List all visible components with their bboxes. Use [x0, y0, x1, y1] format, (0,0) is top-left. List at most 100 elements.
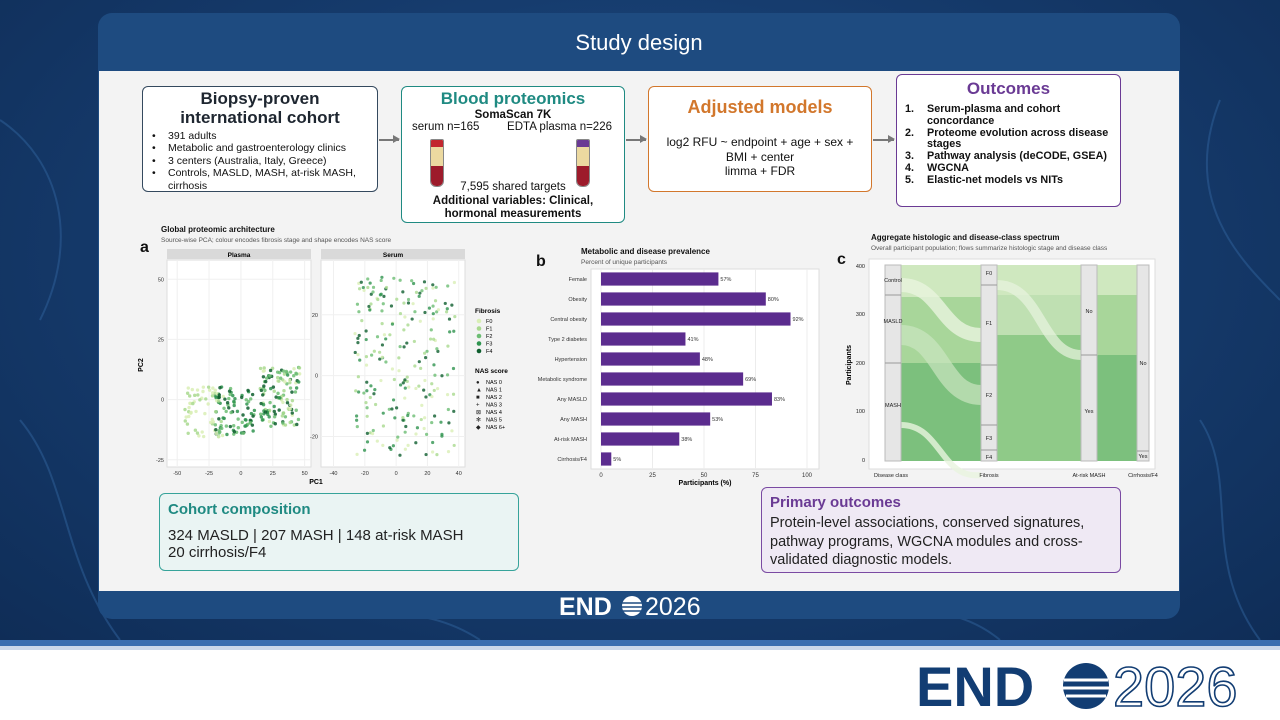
pca-point	[450, 303, 454, 307]
pca-point	[382, 333, 387, 337]
pca-point	[399, 383, 403, 387]
pca-point	[403, 430, 407, 434]
pca-point	[201, 434, 206, 439]
pca-point	[357, 333, 361, 338]
alluvial-axis-bars	[884, 264, 1150, 462]
pca-point	[417, 360, 421, 364]
pca-point	[453, 314, 457, 319]
pca-point	[364, 355, 369, 359]
pca-point	[374, 402, 378, 407]
endo-mini-logo: END 2026	[98, 591, 1180, 619]
pca-xtick: 50	[302, 471, 308, 477]
pca-point	[273, 412, 277, 416]
pca-point	[283, 423, 288, 427]
pca-point	[365, 414, 369, 418]
pca-point	[425, 349, 429, 353]
pca-point	[214, 431, 219, 436]
facet-plasma-label: Plasma	[228, 252, 251, 259]
panel-title: Study design	[575, 30, 703, 55]
pca-point	[428, 393, 432, 397]
pca-point	[411, 302, 415, 306]
footer-stripe-light	[0, 646, 1280, 650]
pca-point	[225, 401, 230, 405]
bar-category-label: Any MASH	[560, 417, 587, 423]
blood-title: Blood proteomics	[440, 89, 586, 108]
bar	[601, 292, 766, 306]
pca-point	[381, 443, 385, 448]
pca-point	[193, 428, 198, 432]
pca-point	[414, 441, 418, 445]
pca-point	[418, 291, 422, 295]
alluvial-ytick: 100	[856, 409, 865, 415]
pca-point	[213, 409, 218, 414]
pca-point	[252, 408, 257, 413]
pca-point	[398, 453, 402, 457]
pca-point	[430, 382, 434, 386]
bar-category-label: Metabolic syndrome	[538, 377, 587, 383]
pca-point	[284, 369, 289, 374]
alluvial-axis-cirrhosis: Cirrhosis/F4	[1128, 473, 1158, 479]
disease-label-mash: MASH	[885, 403, 901, 409]
nas-legend-label: NAS 1	[486, 388, 502, 394]
pca-point	[211, 420, 215, 424]
pca-point	[372, 392, 376, 396]
pca-point	[277, 379, 281, 383]
composition-line2: 20 cirrhosis/F4	[168, 544, 267, 561]
pca-point	[414, 386, 418, 391]
outcomes-box: Outcomes 1.Serum-plasma and cohort conco…	[896, 74, 1121, 207]
bar-value-label: 69%	[745, 377, 756, 383]
bar-value-label: 83%	[774, 397, 785, 403]
fig-b-subtitle: Percent of unique participants	[581, 259, 667, 266]
pca-point	[194, 409, 198, 414]
pca-point	[423, 310, 427, 315]
pca-point	[368, 395, 372, 400]
bar-category-label: Hypertension	[555, 357, 587, 363]
serum-panel	[320, 259, 466, 468]
bar-category-label: Any MASLD	[557, 397, 587, 403]
pca-point	[213, 423, 218, 427]
pca-point	[418, 319, 422, 323]
pca-point	[288, 380, 292, 385]
pca-point	[355, 418, 359, 422]
pca-point	[365, 380, 369, 384]
bar-value-label: 92%	[793, 317, 804, 323]
fig-b-title: Metabolic and disease prevalence	[581, 247, 710, 256]
bar-category-label: Type 2 diabetes	[548, 337, 587, 343]
alluvial-ytick: 400	[856, 264, 865, 270]
pca-point	[220, 433, 225, 438]
pca-point	[365, 406, 369, 410]
pca-point	[361, 285, 365, 290]
pca-point	[413, 364, 417, 368]
pca-point	[356, 336, 360, 340]
pca-ylabel: PC2	[138, 358, 145, 372]
adjusted-title: Adjusted models	[687, 97, 833, 117]
plasma-tube-icon	[576, 139, 590, 187]
pca-point	[244, 398, 248, 402]
pca-point	[219, 419, 223, 424]
cohort-title: Biopsy-proven international cohort	[143, 89, 377, 127]
nas-legend-shape-icon: ▲	[476, 388, 482, 394]
pca-point	[365, 440, 370, 444]
pca-point	[204, 397, 208, 401]
pca-point	[251, 414, 255, 418]
pca-xtick: -50	[173, 471, 181, 477]
pca-point	[222, 406, 226, 410]
pca-point	[268, 368, 273, 373]
fig-a-letter: a	[140, 239, 149, 256]
pca-point	[236, 417, 240, 421]
cohort-item: Metabolic and gastroenterology clinics	[152, 142, 377, 155]
pca-point	[372, 349, 376, 353]
pca-point	[429, 328, 433, 332]
fibrosis-legend-swatch	[476, 333, 482, 339]
pca-point	[381, 302, 385, 306]
pca-point	[424, 286, 428, 290]
pca-point	[258, 366, 263, 371]
fibrosis-label-f4: F4	[986, 455, 992, 461]
pca-point	[221, 416, 225, 420]
pca-point	[452, 280, 457, 285]
bar-xtick: 0	[599, 473, 603, 479]
pca-point	[210, 391, 215, 395]
pca-point	[220, 426, 224, 431]
pca-point	[371, 428, 375, 433]
pca-point	[244, 424, 248, 428]
